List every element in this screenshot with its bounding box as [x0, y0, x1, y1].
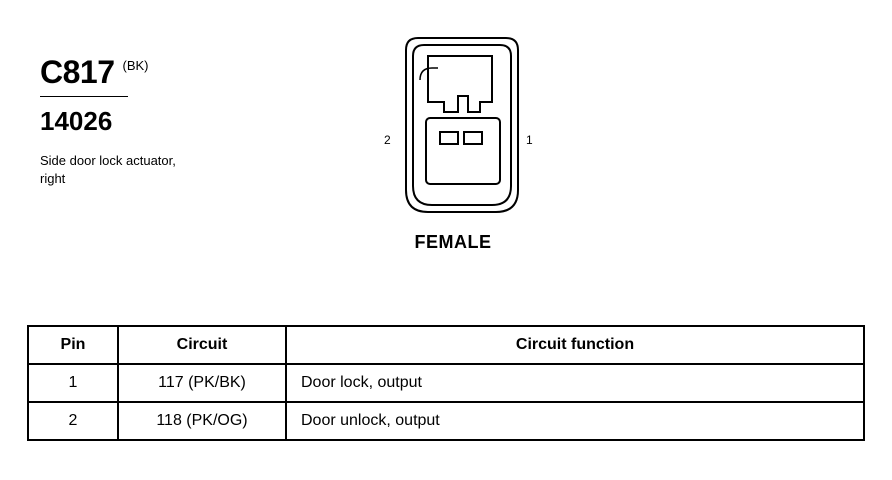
locking-tab — [427, 55, 493, 113]
table-row: 1 117 (PK/BK) Door lock, output — [27, 363, 865, 403]
pin-label-2: 2 — [384, 133, 391, 147]
connector-description: Side door lock actuator, right — [40, 153, 176, 186]
connector-color-code: (BK) — [122, 58, 149, 73]
connector-face-diagram: 2 1 — [384, 37, 533, 213]
terminal-cavity-1 — [463, 131, 483, 145]
locking-clip — [419, 67, 438, 81]
connector-inner-shell — [412, 44, 512, 206]
connector-id: C817 — [40, 54, 115, 90]
connector-gender: FEMALE — [414, 232, 492, 252]
pinout-table: Pin Circuit Circuit function 1 117 (PK/B… — [27, 325, 865, 441]
circuit-cell: 118 (PK/OG) — [117, 401, 287, 441]
terminal-cavity-2 — [439, 131, 459, 145]
header-divider — [40, 96, 128, 97]
part-number: 14026 — [40, 106, 113, 136]
circuit-cell: 117 (PK/BK) — [117, 363, 287, 403]
pin-cell: 1 — [27, 363, 119, 403]
connector-header: C817 (BK) — [40, 54, 149, 91]
circuit-function-cell: Door unlock, output — [285, 401, 865, 441]
table-header-row: Pin Circuit Circuit function — [27, 325, 865, 365]
pin-label-1: 1 — [526, 133, 533, 147]
header-circuit: Circuit — [117, 325, 287, 365]
pin-cell: 2 — [27, 401, 119, 441]
table-row: 2 118 (PK/OG) Door unlock, output — [27, 401, 865, 441]
terminal-cavity-housing — [425, 117, 501, 185]
connector-outer-shell — [405, 37, 519, 213]
header-circuit-function: Circuit function — [285, 325, 865, 365]
header-pin: Pin — [27, 325, 119, 365]
circuit-function-cell: Door lock, output — [285, 363, 865, 403]
